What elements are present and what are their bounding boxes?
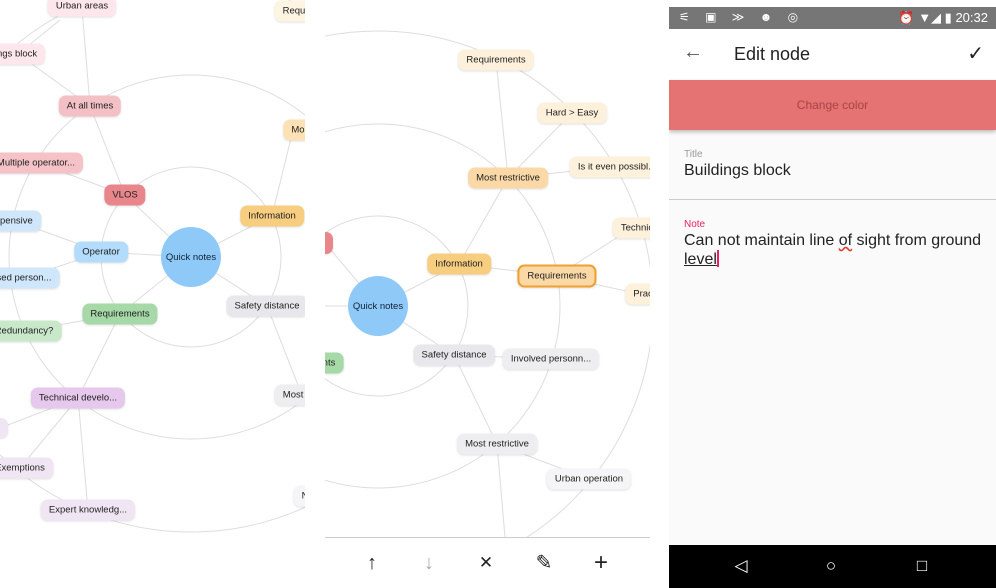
- map-node[interactable]: Safety distance: [413, 344, 495, 366]
- map-node[interactable]: VLOS: [104, 184, 146, 206]
- map-node[interactable]: Most r: [274, 384, 305, 406]
- misspelled-word: of: [838, 232, 853, 249]
- note-label: Note: [684, 219, 706, 230]
- map-node[interactable]: Operator: [74, 241, 128, 263]
- map-node[interactable]: [0, 418, 8, 438]
- text-cursor: [716, 250, 719, 267]
- map-node[interactable]: ings block: [0, 43, 46, 65]
- map-node[interactable]: Requirements: [458, 49, 534, 71]
- map-node[interactable]: Technic: [612, 217, 650, 239]
- save-check-icon[interactable]: ✓: [967, 43, 984, 65]
- nav-home-icon[interactable]: ○: [825, 556, 837, 575]
- pencil-icon[interactable]: ✎: [535, 552, 553, 574]
- composing-word: level: [684, 251, 717, 268]
- back-arrow-icon[interactable]: ←: [683, 41, 703, 63]
- close-icon[interactable]: ✕: [478, 553, 494, 572]
- map-node[interactable]: N: [293, 485, 305, 507]
- map-node[interactable]: Urban areas: [47, 0, 117, 17]
- arrow-down-icon[interactable]: ↓: [424, 552, 434, 574]
- map-node[interactable]: xpensive: [0, 210, 41, 232]
- map-node[interactable]: [325, 232, 333, 254]
- map-node[interactable]: sed person...: [0, 267, 60, 289]
- map-node[interactable]: Exemptions: [0, 457, 53, 479]
- page-title: Edit node: [734, 44, 811, 64]
- change-color-button[interactable]: Change color: [669, 80, 996, 130]
- note-text: sight from ground: [852, 232, 982, 249]
- arrow-up-icon[interactable]: ↑: [367, 552, 377, 574]
- map-node[interactable]: Mo: [283, 119, 305, 141]
- mindmap-edit-panel[interactable]: Quick notes Requirements Hard > Easy Mos…: [325, 0, 650, 588]
- map-node[interactable]: Urban operation: [546, 468, 632, 490]
- notification-icons: ⚟ ▣ ≫ ☻ ◎: [679, 10, 805, 24]
- map-node[interactable]: Redundancy?: [0, 320, 62, 342]
- nav-back-icon[interactable]: ◁: [734, 556, 748, 575]
- map-node[interactable]: Technical develo...: [30, 387, 126, 409]
- title-field[interactable]: Buildings block: [684, 162, 791, 179]
- map-node[interactable]: nts: [325, 352, 344, 374]
- map-node[interactable]: Hard > Easy: [537, 102, 607, 124]
- map-node[interactable]: Prac: [625, 283, 650, 305]
- clock: 20:32: [955, 10, 988, 25]
- edit-node-screen: ⚟ ▣ ≫ ☻ ◎ ⏰ ▼◢ ▮ 20:32 ← Edit node ✓ Cha…: [669, 0, 996, 588]
- map-node[interactable]: Requirements: [82, 303, 158, 325]
- app-bar: ← Edit node ✓: [669, 29, 996, 80]
- nav-recents-icon[interactable]: □: [916, 556, 928, 575]
- map-node[interactable]: Information: [240, 205, 304, 227]
- status-bar: ⚟ ▣ ≫ ☻ ◎ ⏰ ▼◢ ▮ 20:32: [669, 7, 996, 29]
- map-node[interactable]: Requi: [274, 0, 305, 22]
- navigation-bar: ◁ ○ □: [669, 545, 996, 588]
- map-node[interactable]: Multiple operator...: [0, 152, 84, 174]
- map-node[interactable]: At all times: [58, 95, 122, 117]
- root-node[interactable]: Quick notes: [161, 227, 221, 287]
- map-node[interactable]: Expert knowledg...: [40, 499, 136, 521]
- system-icons: ⏰ ▼◢ ▮: [898, 10, 952, 25]
- note-text: Can not maintain line: [684, 232, 839, 249]
- selected-map-node[interactable]: Requirements: [517, 264, 597, 288]
- root-node[interactable]: Quick notes: [348, 276, 408, 336]
- map-node[interactable]: Safety distance: [226, 295, 305, 317]
- map-node[interactable]: Is it even possibl...: [569, 156, 650, 178]
- map-node[interactable]: Most restrictive: [468, 167, 548, 189]
- divider: [669, 199, 996, 200]
- map-node[interactable]: Involved personn...: [502, 348, 600, 370]
- title-label: Title: [684, 149, 703, 160]
- map-node[interactable]: Most restrictive: [457, 433, 537, 455]
- plus-icon[interactable]: +: [593, 549, 608, 576]
- mindmap-overview-panel[interactable]: Quick notes Urban areas ings block At al…: [0, 0, 305, 588]
- node-toolbar: ↑ ↓ ✕ ✎ +: [325, 537, 650, 588]
- note-field[interactable]: Can not maintain line of sight from grou…: [684, 231, 984, 269]
- map-node[interactable]: Information: [427, 253, 491, 275]
